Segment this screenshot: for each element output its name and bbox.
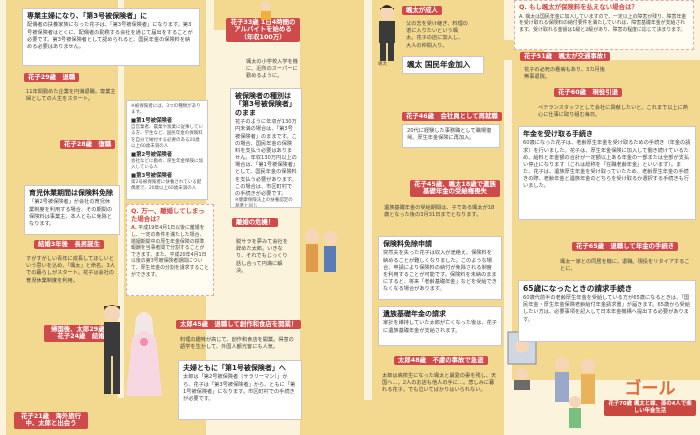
event-first-meet: 花子21歳 海外旅行中、太郎と出会う	[14, 412, 88, 429]
event-retire-60: 花子60歳 現役引退	[554, 88, 623, 98]
box-survivor-claim: 遺族基礎年金の請求 家計を維持していた太郎が亡くなった後は、花子に遺族基礎年金が…	[378, 306, 502, 346]
qa-accident: Q. もし颯太が保険料を払えない場合は？ A. 颯太は国民年金に加入していますの…	[514, 0, 694, 50]
box-pension-procedure: 年金を受け取る手続き 60歳になった花子は、老齢厚生年金を受け取るための手続き（…	[518, 126, 696, 220]
question-text: Q. 万一、離婚してしまった場合は？	[131, 207, 205, 223]
text-retire-65: 颯太一家との同居を機に、退職。現役をリタイアすることに。	[560, 259, 690, 273]
box-exemption: 保険料免除申請 突然夫を失った花子は収入が途絶え、保険料を納めることが難しくなり…	[378, 236, 502, 300]
box-text: 配偶者の扶養家族になった花子は、「第3号被保険者」になります。第3号被保険者はと…	[27, 22, 193, 50]
event-open-restaurant: 太郎45歳 退職して創作和食店を開業！	[176, 320, 302, 330]
event-retire-65: 花子65歳 退職して年金の手続き	[572, 242, 679, 252]
text-part-time: 颯太の小学校入学を機に、近所のスーパーに勤めるように。	[246, 59, 298, 80]
box-text: 突然夫を失った花子は収入が途絶え、保険料を納めることが難しくなりました。このよう…	[383, 250, 497, 293]
event-return-28: 花子28歳 復職	[60, 140, 116, 150]
box-title: 年金を受け取る手続き	[523, 130, 593, 138]
box-text: 太郎は「第2号被保険者（サラリーマン）」から、花子は「第3号被保険者」から、とも…	[183, 374, 296, 402]
event-wedding: 帰国後、太郎29歳＆花子24歳 結婚	[44, 325, 118, 342]
qa-divorce: Q. 万一、離婚してしまった場合は？ A. 平成19年4月1日以後に離婚をし、一…	[126, 204, 214, 296]
text-retire-29: 11年間勤めた企業を円満退職。専業主婦としての人生をスタート。	[26, 89, 116, 103]
box-third-insured-stays: 被保険者の種別は「第3号被保険者」のまま 花子のように年収が130万円未満の場合…	[230, 88, 302, 208]
text-sota-adult: 父の志を受け継ぎ、料理の道に入りたいという颯太。花子の店に加入し、大人の仲間入り…	[406, 21, 468, 49]
box-third-insured: 専業主婦になり、「第3号被保険者」に 配偶者の扶養家族になった花子は、「第3号被…	[22, 8, 200, 66]
answer-text: A. 颯太は国民年金に加入していますので、一定以上の障害が残り、障害年金を受け取…	[519, 13, 687, 33]
sota-caption: 颯太	[378, 62, 387, 67]
argument-illustration	[305, 229, 337, 272]
text-open-restaurant: 料理の趣味が高じて、創作和食店を開業。得意の語学を生かして、外国人観光客にも人気…	[180, 337, 294, 351]
box-text: 家計を維持していた太郎が亡くなった後は、花子に遺族基礎年金が支給されます。	[383, 320, 497, 334]
note-insured-types: ※被保険者には、3つの種類があります。 ■第1号被保険者 自営業者、農業や漁業に…	[126, 100, 208, 200]
text-taro-death: 太郎は高校生になった颯太と最愛の妻を残し、天国へ…。2人のお店も他人の手に…。悲…	[382, 373, 497, 394]
box-title: 夫婦ともに「第1号被保険者」へ	[183, 364, 286, 372]
road-segment	[364, 400, 504, 435]
event-retire-29: 花子29歳 退職	[24, 73, 80, 83]
goal-title: ゴール	[624, 379, 676, 399]
box-title: 専業主婦になり、「第3号被保険者」に	[27, 12, 148, 20]
text-reemployed: 20代に経験した事務職として職場復帰。厚生年金保険に再加入。	[402, 124, 500, 148]
text-survivor-loss: 遺族基礎年金の受給期間は、子である颯太が18歳となった後の3月31日までとなりま…	[384, 205, 495, 219]
event-reemployed: 花子46歳 会社員として再就職	[402, 112, 502, 122]
box-text: 60歳になった花子は、老齢厚生年金を受け取るための手続き（年金の請求）を行いまし…	[523, 140, 691, 190]
event-taro-death: 太郎48歳 不慮の事故で急逝	[394, 356, 488, 366]
event-sota-adult: 颯太が成人	[402, 6, 442, 16]
event-part-time: 花子33歳 1日4時間のアルバイトを始める（年収100万）	[226, 18, 300, 43]
box-title: 保険料免除申請	[383, 240, 432, 248]
family-illustration	[555, 357, 595, 428]
child-illustration	[261, 1, 271, 20]
box-title: 颯太 国民年金加入	[407, 60, 471, 69]
box-title: 育児休業期間は保険料免除	[29, 189, 113, 197]
box-title: 65歳になったときの請求手続き	[523, 284, 633, 293]
event-accident: 花子51歳 颯太が交通事故!	[520, 52, 611, 62]
box-sota-join: 颯太 国民年金加入	[402, 56, 484, 74]
text-retire-60: ペテランスタッフとして会社に貢献したいと、これまで以上に熱心に仕事に取り組む毎日…	[538, 105, 688, 119]
question-text: Q. もし颯太が保険料を払えない場合は？	[519, 3, 638, 11]
goal-block: ゴール 花子70歳 颯太と嫁、孫の4人で楽しい年金生活	[604, 381, 696, 433]
text-son-born: すがすがしい青年に成長してほしいという思いを込め、「颯太」と命名。3人での暮らし…	[26, 256, 115, 284]
box-title: 被保険者の種別は「第3号被保険者」のまま	[235, 92, 296, 117]
event-son-born: 結婚3年後 長男誕生	[34, 240, 104, 250]
wedding-couple-illustration	[104, 305, 162, 396]
box-65-claim: 65歳になったときの請求手続き 60歳代前半の老齢厚生年金を受給している方が65…	[518, 280, 696, 342]
box-text: 60歳代前半の老齢厚生年金を受給している方が65歳になるときは、「国民年金・厚生…	[523, 295, 690, 323]
answer-text: A. 平成19年4月1日以後に離婚をし、一定の条件を満たした場合、婚姻期間中の厚…	[131, 225, 210, 278]
box-text: 「第2号被保険者」が会社の育児休業制度を利用する場合、その期間の保険料は事業主、…	[29, 199, 113, 227]
goal-subtitle: 花子70歳 颯太と嫁、孫の4人で楽しい年金生活	[604, 400, 696, 416]
box-text: 花子のように年収が130万円未満の場合は、「第3号被保険者」のままです。この場合…	[235, 119, 297, 197]
text-accident: 花子の必死の看病もあり、3カ月後無事退院。	[524, 67, 605, 81]
event-survivor-loss: 花子45歳、颯太18歳で遺族基礎年金の受給権喪失	[410, 180, 500, 197]
box-title: 遺族基礎年金の請求	[383, 310, 446, 318]
box-childcare: 育児休業期間は保険料免除 「第2号被保険者」が会社の育児休業制度を利用する場合、…	[24, 185, 120, 235]
event-divorce-crisis: 離婚の危機！	[232, 218, 279, 228]
sota-illustration	[379, 5, 395, 61]
text-divorce-crisis: 脱サラを夢みて会社を辞めた太郎。いきなり、それでもじっくり話し合って円満に解決。	[236, 239, 288, 274]
box-both-first-insured: 夫婦ともに「第1号被保険者」へ 太郎は「第2号被保険者（サラリーマン）」から、花…	[178, 360, 302, 420]
